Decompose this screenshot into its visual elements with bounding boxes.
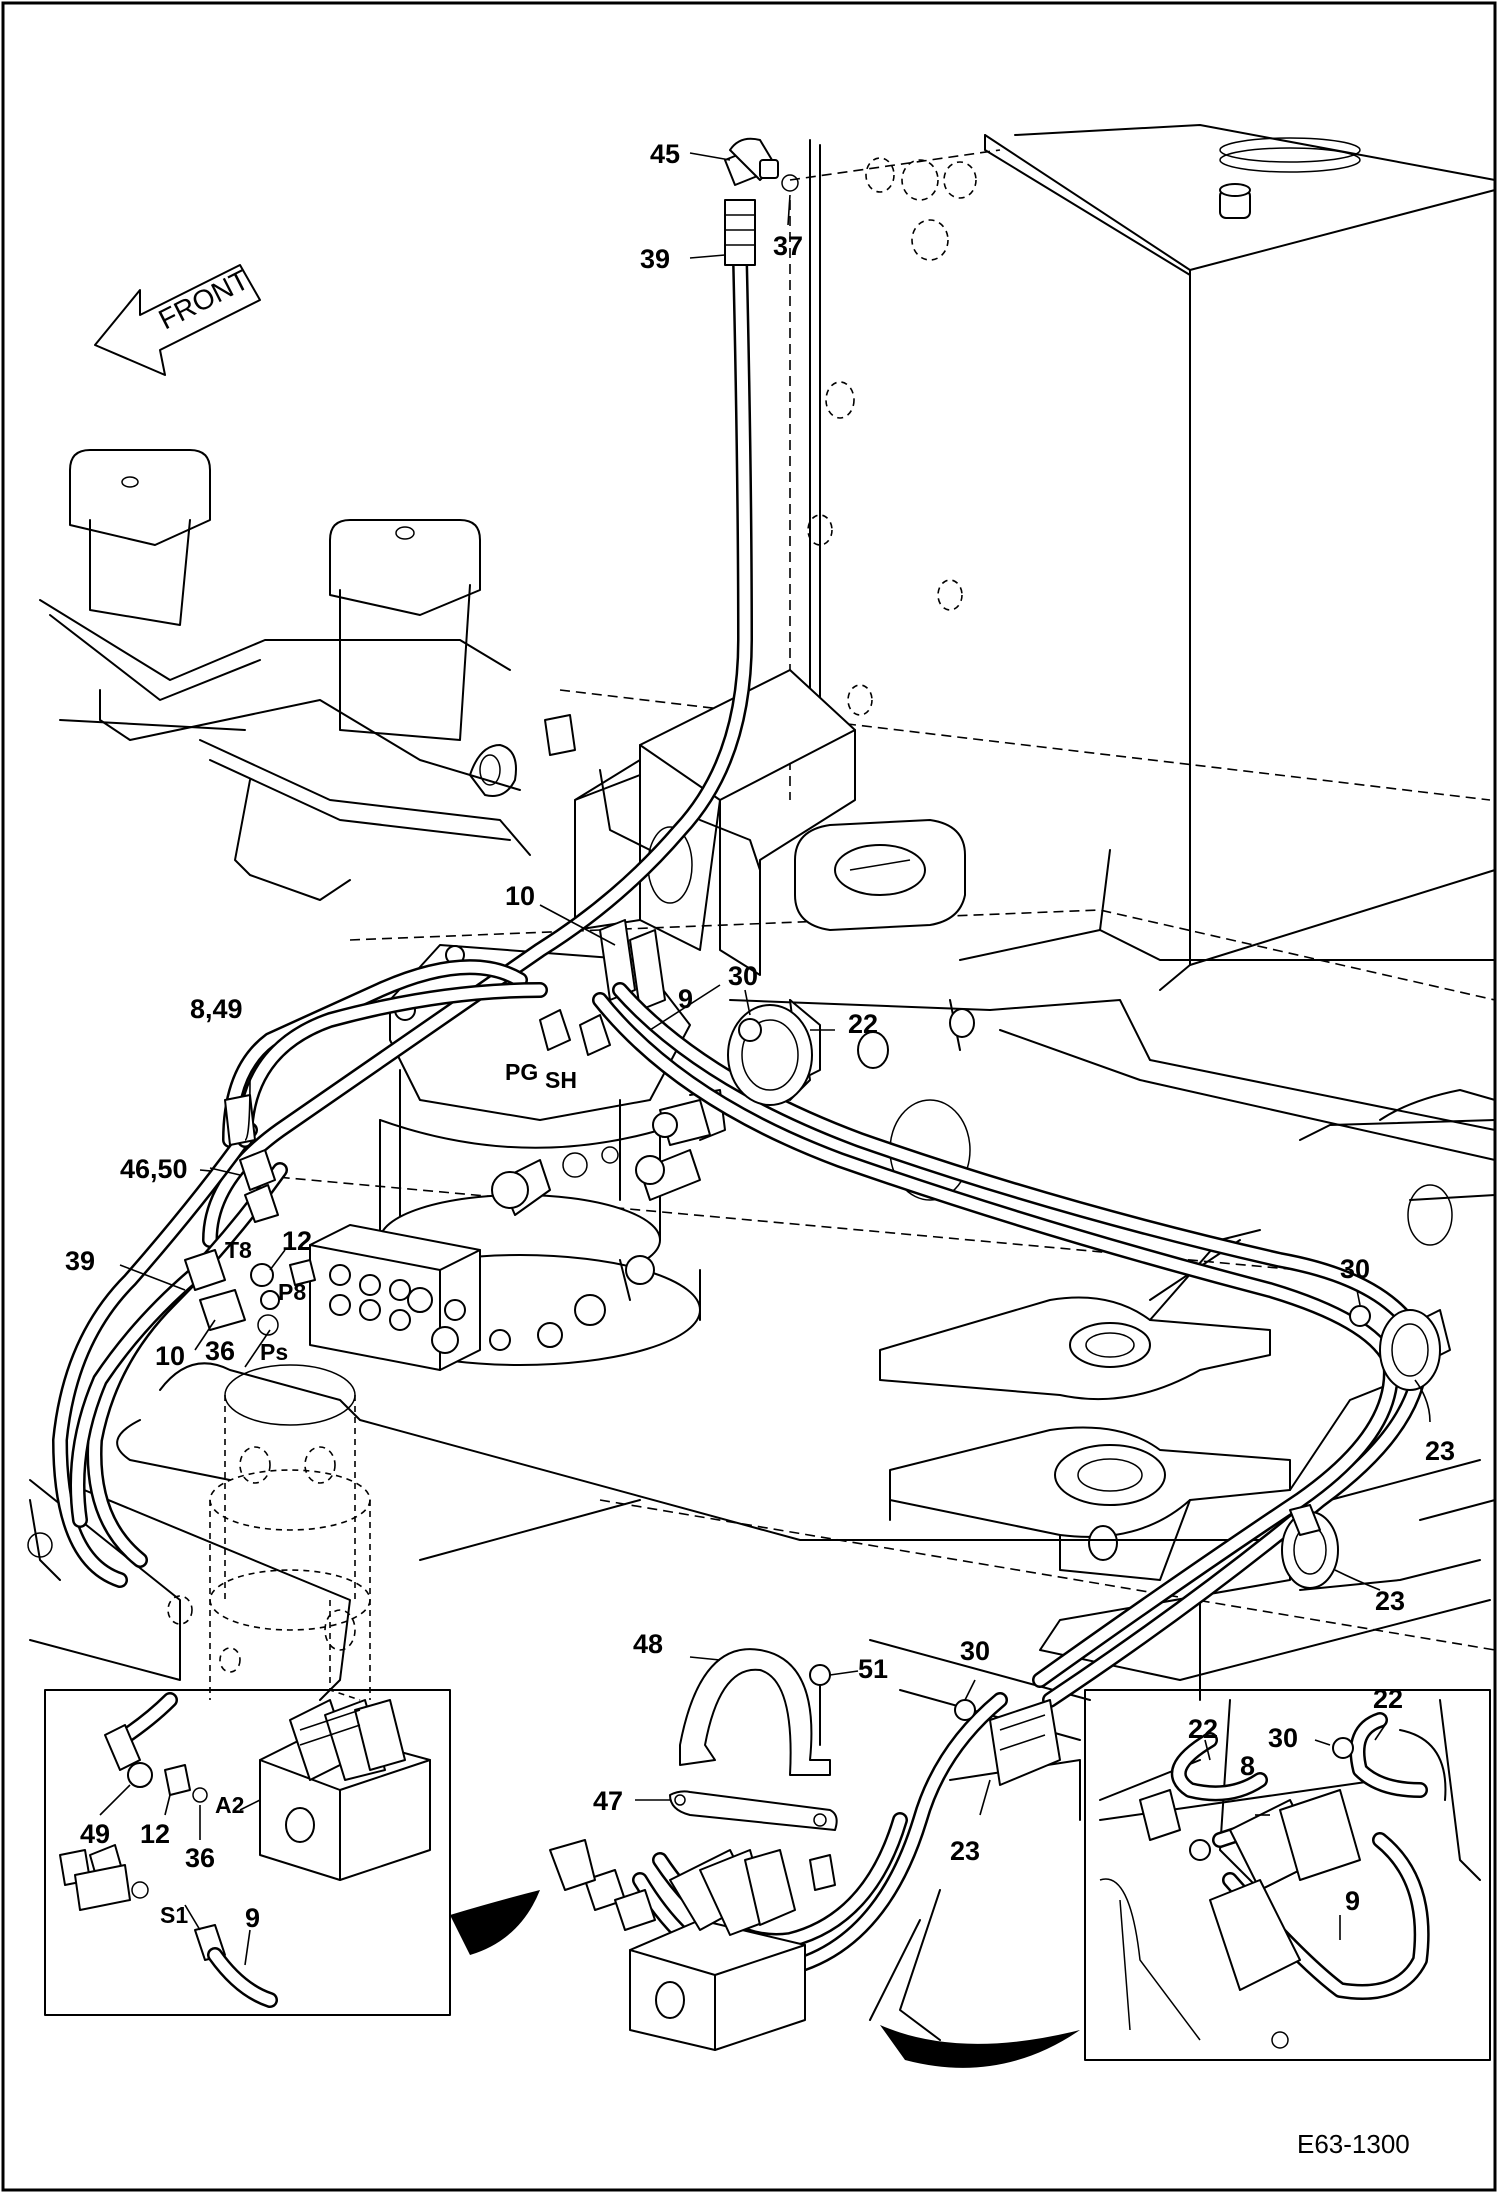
callout-45: 45 bbox=[650, 139, 680, 169]
inset-right-callout-8: 8 bbox=[1240, 1751, 1255, 1781]
callout-labels: 45 37 39 10 30 9 22 8,49 46,50 12 39 10 … bbox=[65, 139, 1455, 1933]
callout-12: 12 bbox=[282, 1226, 312, 1256]
callout-10-top: 10 bbox=[505, 881, 535, 911]
port-label-pg: PG bbox=[505, 1059, 538, 1085]
frame-pedestals bbox=[69, 449, 481, 741]
inset-left-callout-12: 12 bbox=[140, 1819, 170, 1849]
inset-left-callout-9: 9 bbox=[245, 1903, 260, 1933]
callout-36: 36 bbox=[205, 1336, 235, 1366]
inset-left-callout-49: 49 bbox=[80, 1819, 110, 1849]
inset-detail-right bbox=[1084, 1689, 1491, 2061]
tank-mounting-bolts bbox=[807, 157, 977, 716]
hydraulic-tank bbox=[789, 124, 1496, 991]
callout-23-bottom: 23 bbox=[950, 1836, 980, 1866]
callout-30-mid: 30 bbox=[728, 961, 758, 991]
shadow-wedge-center bbox=[880, 2025, 1080, 2068]
front-direction-arrow: FRONT bbox=[94, 264, 261, 376]
port-label-t8: T8 bbox=[225, 1237, 252, 1263]
callout-22-mid: 22 bbox=[848, 1009, 878, 1039]
callout-51: 51 bbox=[858, 1654, 888, 1684]
hose-clamps bbox=[669, 999, 1451, 1891]
callout-23-right2: 23 bbox=[1375, 1586, 1405, 1616]
swing-frame-plates bbox=[879, 1229, 1401, 1581]
callout-30-right: 30 bbox=[1340, 1254, 1370, 1284]
inset-right-callout-22a: 22 bbox=[1188, 1714, 1218, 1744]
callout-23-right: 23 bbox=[1425, 1436, 1455, 1466]
port-label-ps: Ps bbox=[260, 1339, 288, 1365]
leader-lines bbox=[99, 152, 1431, 1966]
shadow-wedge-left bbox=[450, 1890, 540, 1955]
port-label-a2: A2 bbox=[215, 1792, 244, 1818]
callout-37: 37 bbox=[773, 231, 803, 261]
front-arrow-label: FRONT bbox=[154, 264, 254, 335]
inset-right-callout-30: 30 bbox=[1268, 1723, 1298, 1753]
callout-46-50: 46,50 bbox=[120, 1154, 188, 1184]
callout-47: 47 bbox=[593, 1786, 623, 1816]
port-label-s1: S1 bbox=[160, 1902, 188, 1928]
callout-10-left: 10 bbox=[155, 1341, 185, 1371]
drawing-number: E63-1300 bbox=[1297, 2129, 1410, 2159]
inset-right-callout-9: 9 bbox=[1345, 1886, 1360, 1916]
port-label-p8: P8 bbox=[278, 1279, 306, 1305]
inset-right-callout-22b: 22 bbox=[1373, 1684, 1403, 1714]
callout-30-bottom: 30 bbox=[960, 1636, 990, 1666]
callout-8-49: 8,49 bbox=[190, 994, 243, 1024]
lower-control-valve bbox=[549, 1839, 806, 2051]
callout-39-top: 39 bbox=[640, 244, 670, 274]
inset-detail-left bbox=[44, 1689, 451, 2016]
callout-48: 48 bbox=[633, 1629, 663, 1659]
inset-left-callout-36: 36 bbox=[185, 1843, 215, 1873]
callout-9-mid: 9 bbox=[678, 984, 693, 1014]
hoses bbox=[52, 252, 1429, 1979]
upper-frame-structure bbox=[39, 599, 1496, 1246]
hose-fittings bbox=[184, 137, 799, 1336]
callout-39-left: 39 bbox=[65, 1246, 95, 1276]
port-label-sh: SH bbox=[545, 1067, 577, 1093]
